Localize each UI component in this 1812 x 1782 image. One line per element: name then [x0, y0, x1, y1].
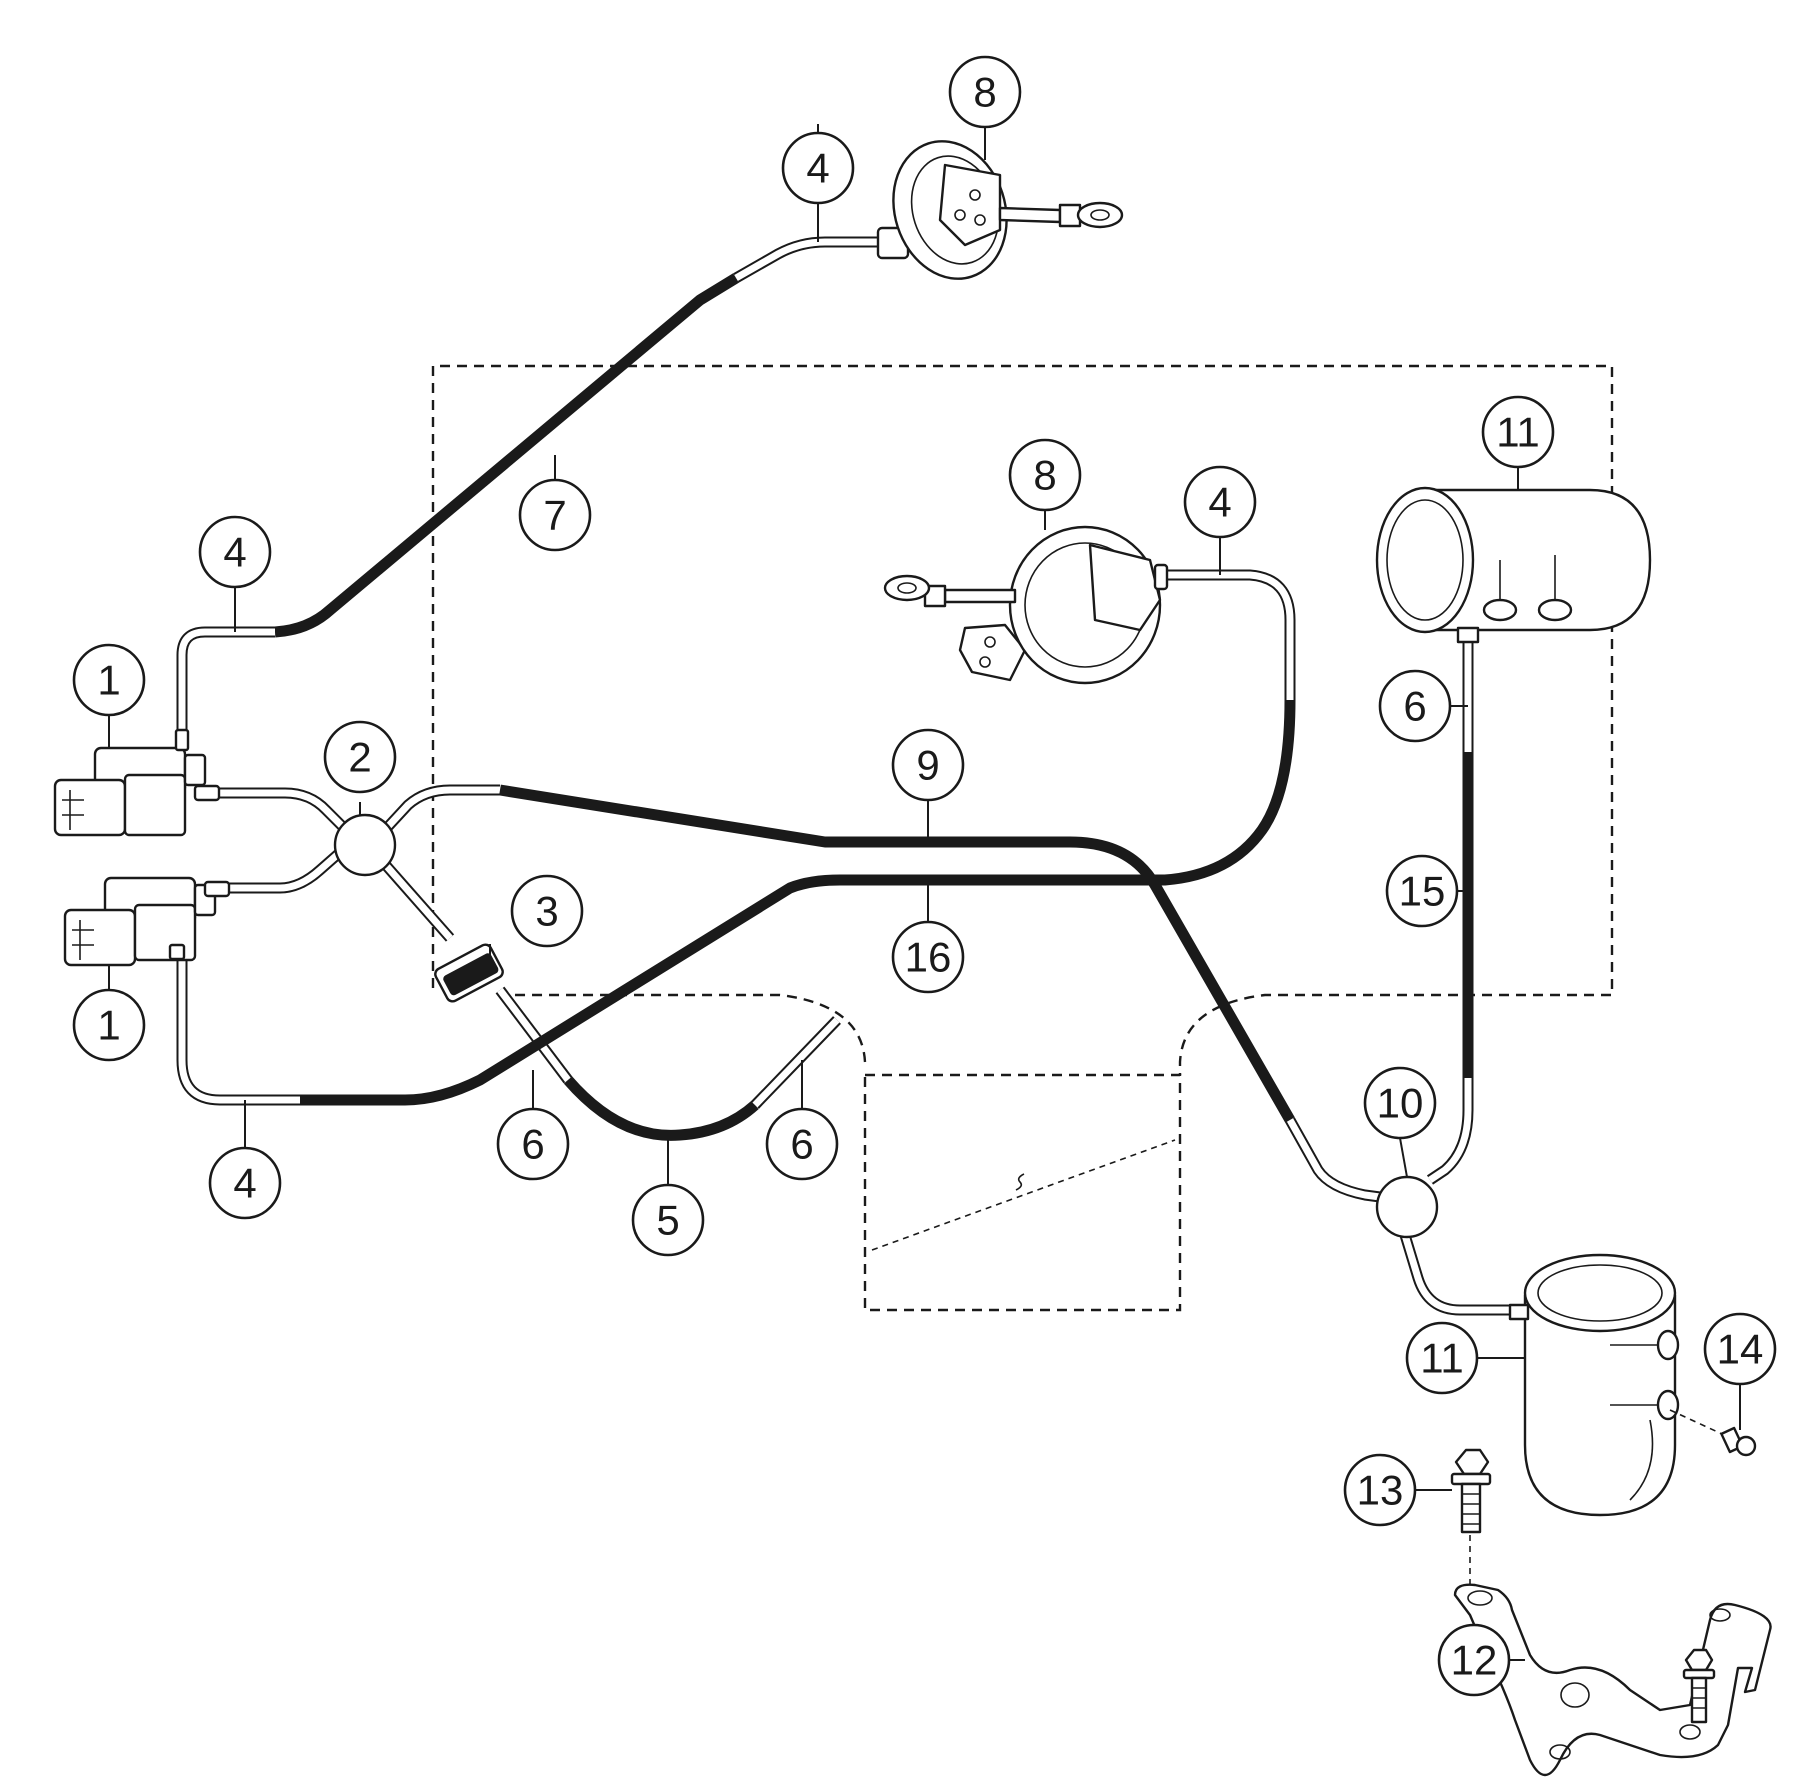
svg-text:9: 9 [916, 742, 939, 789]
svg-text:3: 3 [535, 888, 558, 935]
hose-4-mid-right [1162, 569, 1296, 700]
bolt [1450, 1448, 1492, 1590]
svg-text:14: 14 [1717, 1326, 1764, 1373]
callout-12: 12 [1437, 1623, 1511, 1697]
callout-9: 9 [891, 728, 965, 802]
svg-text:4: 4 [1208, 479, 1231, 526]
callout-11-lower: 11 [1405, 1321, 1479, 1395]
svg-text:4: 4 [223, 529, 246, 576]
svg-text:6: 6 [790, 1121, 813, 1168]
hose-5 [563, 1076, 759, 1141]
svg-text:11: 11 [1496, 409, 1540, 456]
callout-2: 2 [323, 720, 397, 794]
callout-8-top: 8 [948, 55, 1022, 129]
dashed-frame [431, 364, 1614, 1312]
leader-lines [108, 124, 1741, 1661]
callout-16: 16 [891, 920, 965, 994]
svg-text:13: 13 [1357, 1467, 1404, 1514]
t-connector [1375, 1175, 1439, 1239]
vacuum-actuator-middle [883, 525, 1169, 685]
callout-4-lower-left: 4 [208, 1146, 282, 1220]
solenoid-valve-lower [63, 876, 231, 967]
callout-1-upper: 1 [72, 643, 146, 717]
callout-6-left: 6 [496, 1107, 570, 1181]
hose-7 [274, 273, 739, 638]
callout-4-top: 4 [781, 131, 855, 205]
hose-4-lower-left [176, 952, 300, 1106]
vacuum-reservoir-upper [1375, 486, 1652, 644]
callout-3: 3 [510, 874, 584, 948]
screw [1669, 1409, 1757, 1457]
svg-text:4: 4 [233, 1160, 256, 1207]
vacuum-actuator-top [876, 140, 1124, 280]
svg-text:5: 5 [656, 1197, 679, 1244]
callout-13: 13 [1343, 1453, 1417, 1527]
callout-15: 15 [1385, 854, 1459, 928]
callout-4-mid-right: 4 [1183, 465, 1257, 539]
svg-text:8: 8 [973, 69, 996, 116]
hoses [176, 236, 1525, 1316]
svg-text:8: 8 [1033, 452, 1056, 499]
callout-11-upper: 11 [1481, 395, 1555, 469]
solenoid-valve-upper [53, 728, 221, 837]
svg-text:15: 15 [1399, 868, 1446, 915]
svg-text:10: 10 [1377, 1080, 1424, 1127]
svg-text:4: 4 [806, 145, 829, 192]
vacuum-reservoir-lower [1508, 1253, 1680, 1517]
bracket [1453, 1583, 1772, 1777]
svg-text:11: 11 [1420, 1335, 1464, 1382]
callout-8-middle: 8 [1008, 438, 1082, 512]
callout-10: 10 [1363, 1066, 1437, 1140]
callout-1-lower: 1 [72, 988, 146, 1062]
hose-4-upper-left [176, 626, 275, 730]
svg-text:1: 1 [97, 657, 120, 704]
svg-text:12: 12 [1451, 1637, 1498, 1684]
svg-text:7: 7 [543, 492, 566, 539]
callout-4-upper-left: 4 [198, 515, 272, 589]
callout-7: 7 [518, 478, 592, 552]
svg-text:2: 2 [348, 734, 371, 781]
callout-14: 14 [1703, 1312, 1777, 1386]
svg-text:6: 6 [521, 1121, 544, 1168]
y-connector [333, 813, 397, 877]
inline-filter [434, 943, 504, 1003]
hose-4-top [733, 236, 882, 283]
callout-6-mid: 6 [765, 1107, 839, 1181]
svg-text:6: 6 [1403, 683, 1426, 730]
callout-5: 5 [631, 1183, 705, 1257]
svg-text:16: 16 [905, 934, 952, 981]
hose-16 [300, 699, 1296, 1106]
svg-text:1: 1 [97, 1002, 120, 1049]
callout-6-right: 6 [1378, 669, 1452, 743]
